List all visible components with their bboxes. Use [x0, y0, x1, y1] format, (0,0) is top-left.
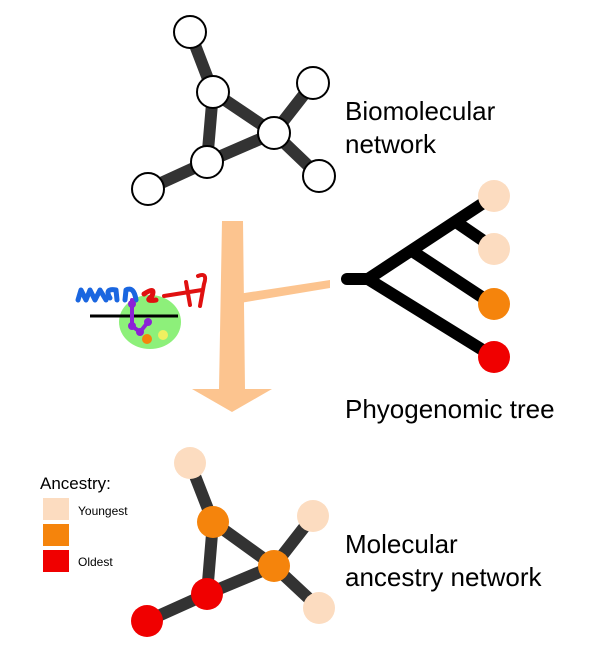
network-node-oldest [131, 605, 163, 637]
network-node [302, 159, 336, 193]
logo-molecule-node [136, 328, 144, 336]
tree-leaf-youngest [478, 180, 510, 212]
network-node-oldest [191, 578, 223, 610]
logo-molecule-node [144, 318, 152, 326]
ancestry-legend: Ancestry: Youngest Oldest [40, 474, 128, 572]
logo-letter [141, 288, 159, 303]
legend-swatch-youngest [43, 498, 69, 520]
logo-molecule-node [128, 300, 136, 308]
network-node-middle [258, 550, 290, 582]
tree-branch [362, 273, 500, 363]
network-node-youngest [297, 500, 329, 532]
legend-swatch-middle [43, 524, 69, 546]
top-label-line2: network [345, 129, 437, 159]
bottom-label-line1: Molecular [345, 529, 458, 559]
network-node [257, 116, 291, 150]
logo-molecule-node [128, 322, 136, 330]
network-node [196, 75, 230, 109]
legend-swatch-oldest [43, 550, 69, 572]
tree-label: Phyogenomic tree [345, 394, 555, 424]
manet-logo [75, 273, 208, 349]
merge-arrows [192, 221, 330, 412]
network-node [173, 15, 207, 49]
phylogenomic-tree [341, 180, 510, 373]
logo-letter [162, 273, 208, 308]
logo-molecule [130, 298, 150, 334]
logo-paint-dot [158, 330, 168, 340]
ancestry-network [131, 447, 335, 637]
top-label-line1: Biomolecular [345, 96, 496, 126]
bottom-label-line2: ancestry network [345, 562, 543, 592]
side-arrow [238, 280, 330, 303]
logo-letter [75, 287, 109, 303]
legend-label-youngest: Youngest [78, 504, 128, 518]
logo-letter [122, 286, 139, 303]
legend-title: Ancestry: [40, 474, 111, 493]
biomolecular-network [131, 15, 336, 206]
tree-branch [362, 190, 500, 285]
tree-leaf-youngest [478, 233, 510, 265]
network-node [296, 66, 330, 100]
network-node [131, 172, 165, 206]
logo-letter [105, 287, 120, 303]
network-node-middle [197, 506, 229, 538]
tree-leaf-middle [478, 288, 510, 320]
network-node-youngest [174, 447, 206, 479]
network-node-youngest [303, 592, 335, 624]
tree-leaf-oldest [478, 341, 510, 373]
down-arrow [192, 221, 272, 412]
logo-paint-dot [142, 334, 152, 344]
network-node [190, 145, 224, 179]
legend-label-oldest: Oldest [78, 555, 113, 569]
